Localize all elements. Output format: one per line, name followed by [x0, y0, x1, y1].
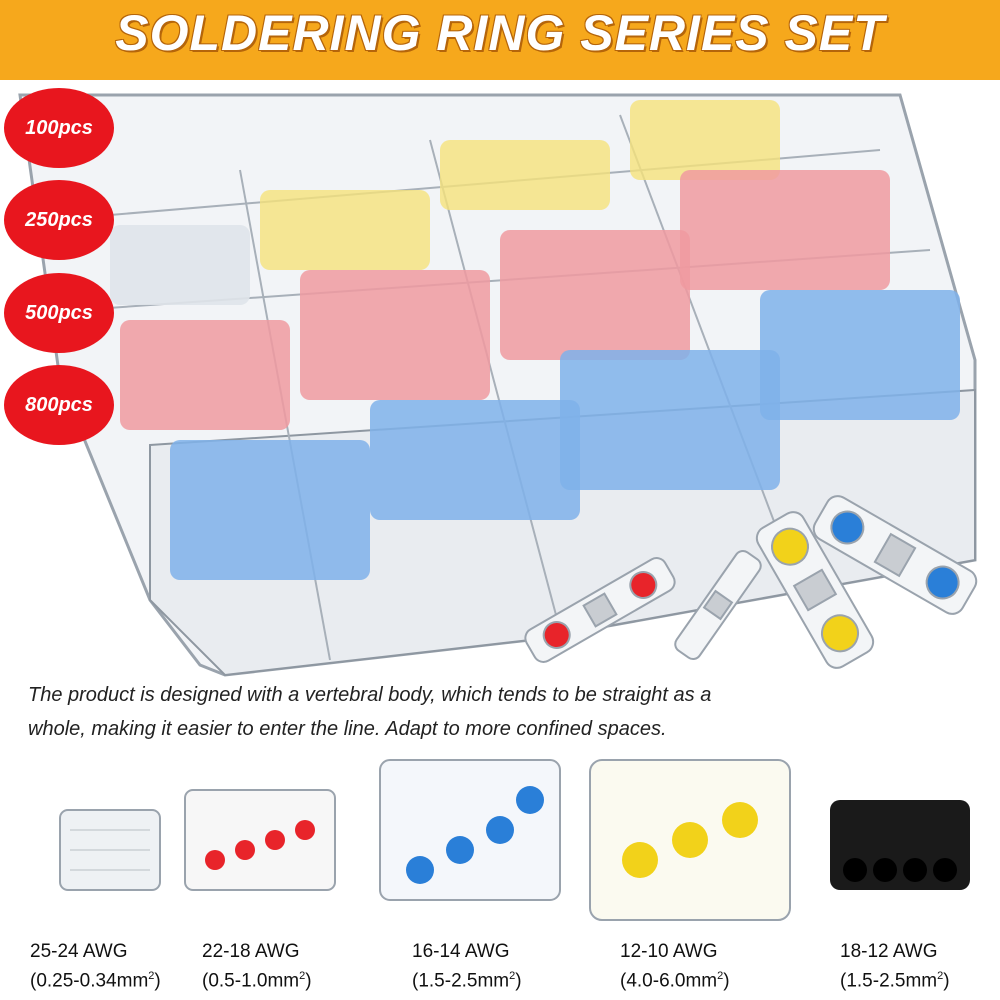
mm-text-wrap: (0.25-0.34mm2)	[30, 970, 161, 992]
size-group-12-10	[589, 759, 791, 921]
size-label-22-18: 22-18 AWG (0.5-1.0mm2)	[202, 940, 312, 993]
mm-text: (4.0-6.0mm	[620, 970, 718, 992]
awg-text: 12-10 AWG	[620, 941, 718, 962]
size-label-18-12: 18-12 AWG (1.5-2.5mm2)	[840, 940, 950, 993]
banner-title: SOLDERING RING SERIES SET	[115, 5, 885, 61]
mm-text: (0.25-0.34mm	[30, 970, 149, 992]
quantity-badge-100: 100pcs	[4, 88, 114, 168]
awg-text: 22-18 AWG	[202, 941, 300, 962]
mm-text-wrap: (4.0-6.0mm2)	[620, 970, 730, 992]
quantity-badge-800: 800pcs	[4, 365, 114, 445]
quantity-badge-500: 500pcs	[4, 273, 114, 353]
size-label-12-10: 12-10 AWG (4.0-6.0mm2)	[620, 940, 730, 993]
size-group-22-18	[184, 789, 336, 891]
blue-connectors	[170, 290, 960, 580]
mm-text: (0.5-1.0mm	[202, 970, 300, 992]
product-description: The product is designed with a vertebral…	[28, 684, 712, 740]
quantity-badge-250: 250pcs	[4, 180, 114, 260]
loose-connectors	[524, 495, 978, 669]
clear-connectors	[110, 225, 250, 305]
title-banner: SOLDERING RING SERIES SET	[0, 0, 1000, 80]
mm-text-wrap: (0.5-1.0mm2)	[202, 970, 312, 992]
size-label-25-24: 25-24 AWG (0.25-0.34mm2)	[30, 940, 161, 993]
red-connectors	[120, 170, 890, 430]
size-label-16-14: 16-14 AWG (1.5-2.5mm2)	[412, 940, 522, 993]
yellow-connectors	[260, 100, 780, 270]
size-group-16-14	[379, 759, 561, 901]
mm-text-wrap: (1.5-2.5mm2)	[412, 970, 522, 992]
awg-text: 16-14 AWG	[412, 941, 510, 962]
size-group-25-24	[59, 809, 161, 891]
awg-text: 18-12 AWG	[840, 941, 938, 962]
awg-text: 25-24 AWG	[30, 941, 128, 962]
mm-text: (1.5-2.5mm	[412, 970, 510, 992]
size-group-18-12	[830, 800, 970, 890]
mm-text: (1.5-2.5mm	[840, 970, 938, 992]
mm-text-wrap: (1.5-2.5mm2)	[840, 970, 950, 992]
